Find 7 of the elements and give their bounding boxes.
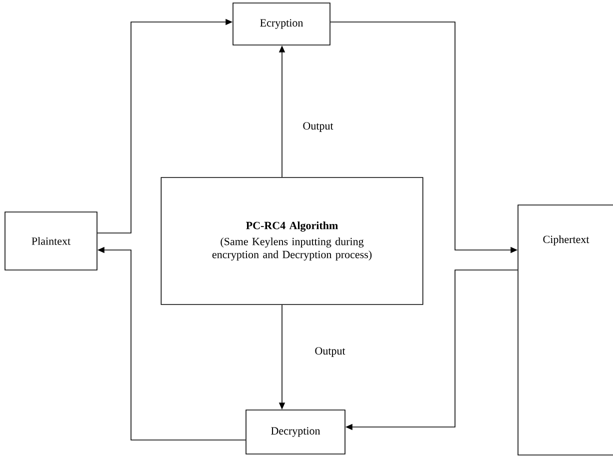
edge-label: Output: [314, 346, 346, 358]
process-box: Ecryption: [232, 2, 330, 46]
edge-label: Output: [302, 121, 334, 133]
process-box: Plaintext: [4, 212, 98, 270]
process-box: Ciphertext: [518, 204, 613, 456]
process-box: Decryption: [246, 410, 346, 454]
algorithm-box: PC-RC4 Algorithm (Same Keylens inputting during encryption and Decryption process): [160, 177, 424, 305]
